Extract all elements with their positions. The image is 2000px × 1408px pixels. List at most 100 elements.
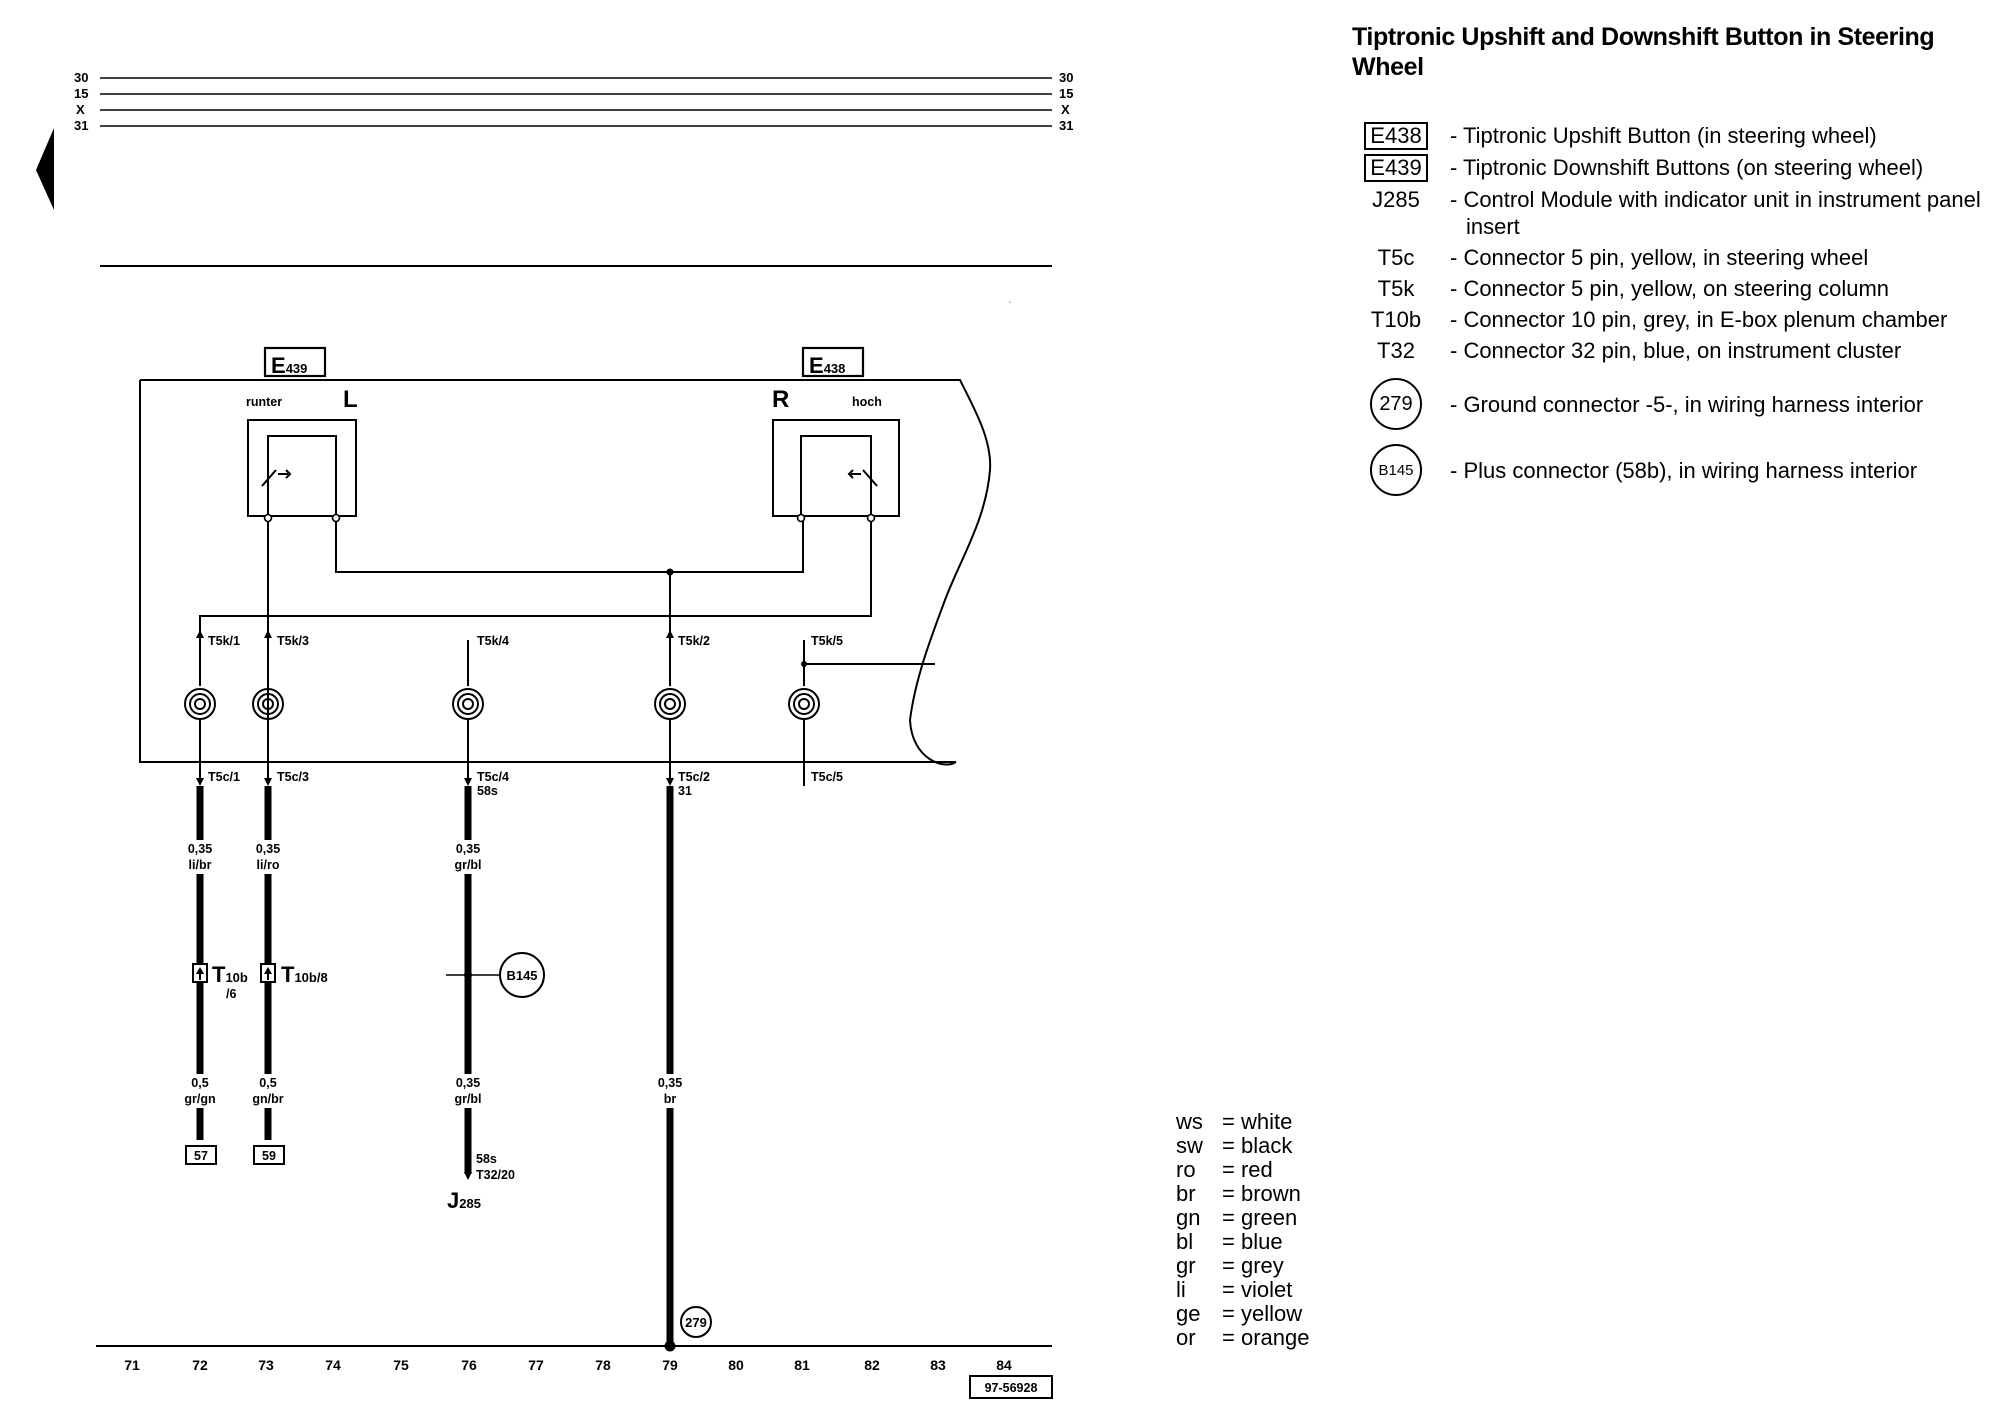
b145-junction [464,971,472,979]
pin-label: T5c/2 [678,770,710,784]
pin-arrows-bottom [196,778,674,786]
j285-pin: 58s [476,1152,497,1166]
color-row: ge = yellow [1176,1302,1309,1326]
wire-size: 0,35 [658,1076,682,1090]
wire-size: 0,35 [188,842,212,856]
ground-279-label: 279 [685,1315,707,1330]
wire-color: gr/bl [454,858,481,872]
right-side-label: R [772,386,789,413]
pin-arrows-top [196,630,674,638]
color-row: ws = white [1176,1110,1309,1134]
rail-label: 30 [1059,70,1073,85]
legend-code: T32 [1377,338,1415,363]
wire-labels-lower: 0,5 gr/gn 0,5 gn/br 0,35 gr/bl 0,35 br [184,1076,682,1106]
left-side-label: L [343,386,358,413]
grid-number: 82 [864,1357,880,1373]
color-name: = white [1222,1109,1293,1134]
rail-label: 15 [74,86,88,101]
color-name: = red [1222,1157,1273,1182]
rail-label: 31 [1059,118,1073,133]
rail-labels-left: 30 15 X 31 [74,70,88,133]
pin-labels-top: T5k/1 T5k/3 T5k/4 T5k/2 T5k/5 [208,634,843,648]
drawing-number-box [969,1375,1053,1399]
legend-desc: - Connector 10 pin, grey, in E-box plenu… [1450,307,1948,332]
pin-label: T5c/3 [277,770,309,784]
power-rails [100,77,1052,127]
color-name: = violet [1222,1277,1293,1302]
rail-labels-right: 30 15 X 31 [1059,70,1073,133]
pin-label: T5k/5 [811,634,843,648]
legend-desc: - Plus connector (58b), in wiring harnes… [1450,457,1918,483]
b145-label: B145 [506,968,537,983]
legend-item: B145 - Plus connector (58b), in wiring h… [1352,444,1992,496]
legend-item: E439 - Tiptronic Downshift Buttons (on s… [1352,154,1992,182]
color-row: li = violet [1176,1278,1309,1302]
color-row: bl = blue [1176,1230,1309,1254]
grid-number: 74 [325,1357,341,1373]
t10b-connector-icons [192,963,276,983]
e439-label-box [263,346,327,378]
color-abbr: br [1176,1181,1196,1206]
ref-59[interactable]: 59 [262,1149,276,1163]
clock-spring-coils [184,688,820,720]
color-row: ro= red [1176,1158,1309,1182]
grid-number: 71 [124,1357,140,1373]
color-name: = blue [1222,1229,1283,1254]
legend-item: T5c - Connector 5 pin, yellow, in steeri… [1352,244,1992,271]
legend-code: T10b [1370,307,1422,332]
legend-desc: - Ground connector -5-, in wiring harnes… [1450,391,1924,417]
wire-size: 0,5 [191,1076,208,1090]
wire-color: gr/gn [184,1092,215,1106]
grid-number: 75 [393,1357,409,1373]
pin-label: T5k/3 [277,634,309,648]
color-name: = yellow [1222,1301,1303,1326]
grid-number: 78 [595,1357,611,1373]
wire-label-masks [180,840,690,1108]
rail-label: X [1061,102,1070,117]
j285-pin-arrow [464,1172,472,1180]
color-abbr: li [1176,1277,1186,1302]
grid-number: 72 [192,1357,208,1373]
wire-size: 0,35 [456,1076,480,1090]
legend-code: T5c [1377,245,1415,270]
pin-extra-label: 31 [678,784,692,798]
color-abbr: ws [1176,1109,1203,1134]
e438-label-box [801,346,865,378]
wire-labels-upper: 0,35 li/br 0,35 li/ro 0,35 gr/bl [188,842,482,872]
color-name: = grey [1222,1253,1284,1278]
t10b-6-pin: /6 [226,987,236,1001]
legend-code: 279 [1370,378,1422,430]
e439-switch-box [247,419,357,517]
steering-wheel-enclosure [140,379,992,766]
ground-279-circle [680,1306,712,1338]
color-row: sw= black [1176,1134,1309,1158]
wire-color: br [664,1092,677,1106]
legend-desc: - Connector 5 pin, yellow, on steering c… [1450,276,1890,301]
grid-number: 76 [461,1357,477,1373]
internal-wiring [199,516,935,780]
rail-label: 30 [74,70,88,85]
legend-desc: - Connector 5 pin, yellow, in steering w… [1450,245,1869,270]
legend-list: E438 - Tiptronic Upshift Button (in stee… [1352,122,1992,496]
rail-label: 15 [1059,86,1073,101]
color-row: br = brown [1176,1182,1309,1206]
color-abbr: bl [1176,1229,1194,1254]
ref-57[interactable]: 57 [194,1149,208,1163]
grid-number: 80 [728,1357,744,1373]
wire-labels-upper-redraw: 0,35 li/br 0,35 li/ro 0,35 gr/bl [188,842,482,872]
t10b-8-label: T10b/8 [281,962,328,987]
legend-item: T5k - Connector 5 pin, yellow, on steeri… [1352,275,1992,302]
e438-switch-icon [800,435,878,516]
grid-numbers: 71 72 73 74 75 76 77 78 79 80 81 82 83 8… [124,1357,1012,1373]
page-back-arrow-icon[interactable] [36,128,54,210]
color-name: = brown [1222,1181,1301,1206]
e438-label: E438 [809,353,845,378]
pin-label: T5k/1 [208,634,240,648]
wire-size: 0,35 [256,842,280,856]
hoch-label: hoch [852,395,882,409]
pin-label: T5k/2 [678,634,710,648]
pin-label: T5c/4 [477,770,509,784]
legend-code: J285 [1372,187,1420,212]
color-abbr: ge [1176,1301,1201,1326]
e439-label: E439 [271,353,307,378]
